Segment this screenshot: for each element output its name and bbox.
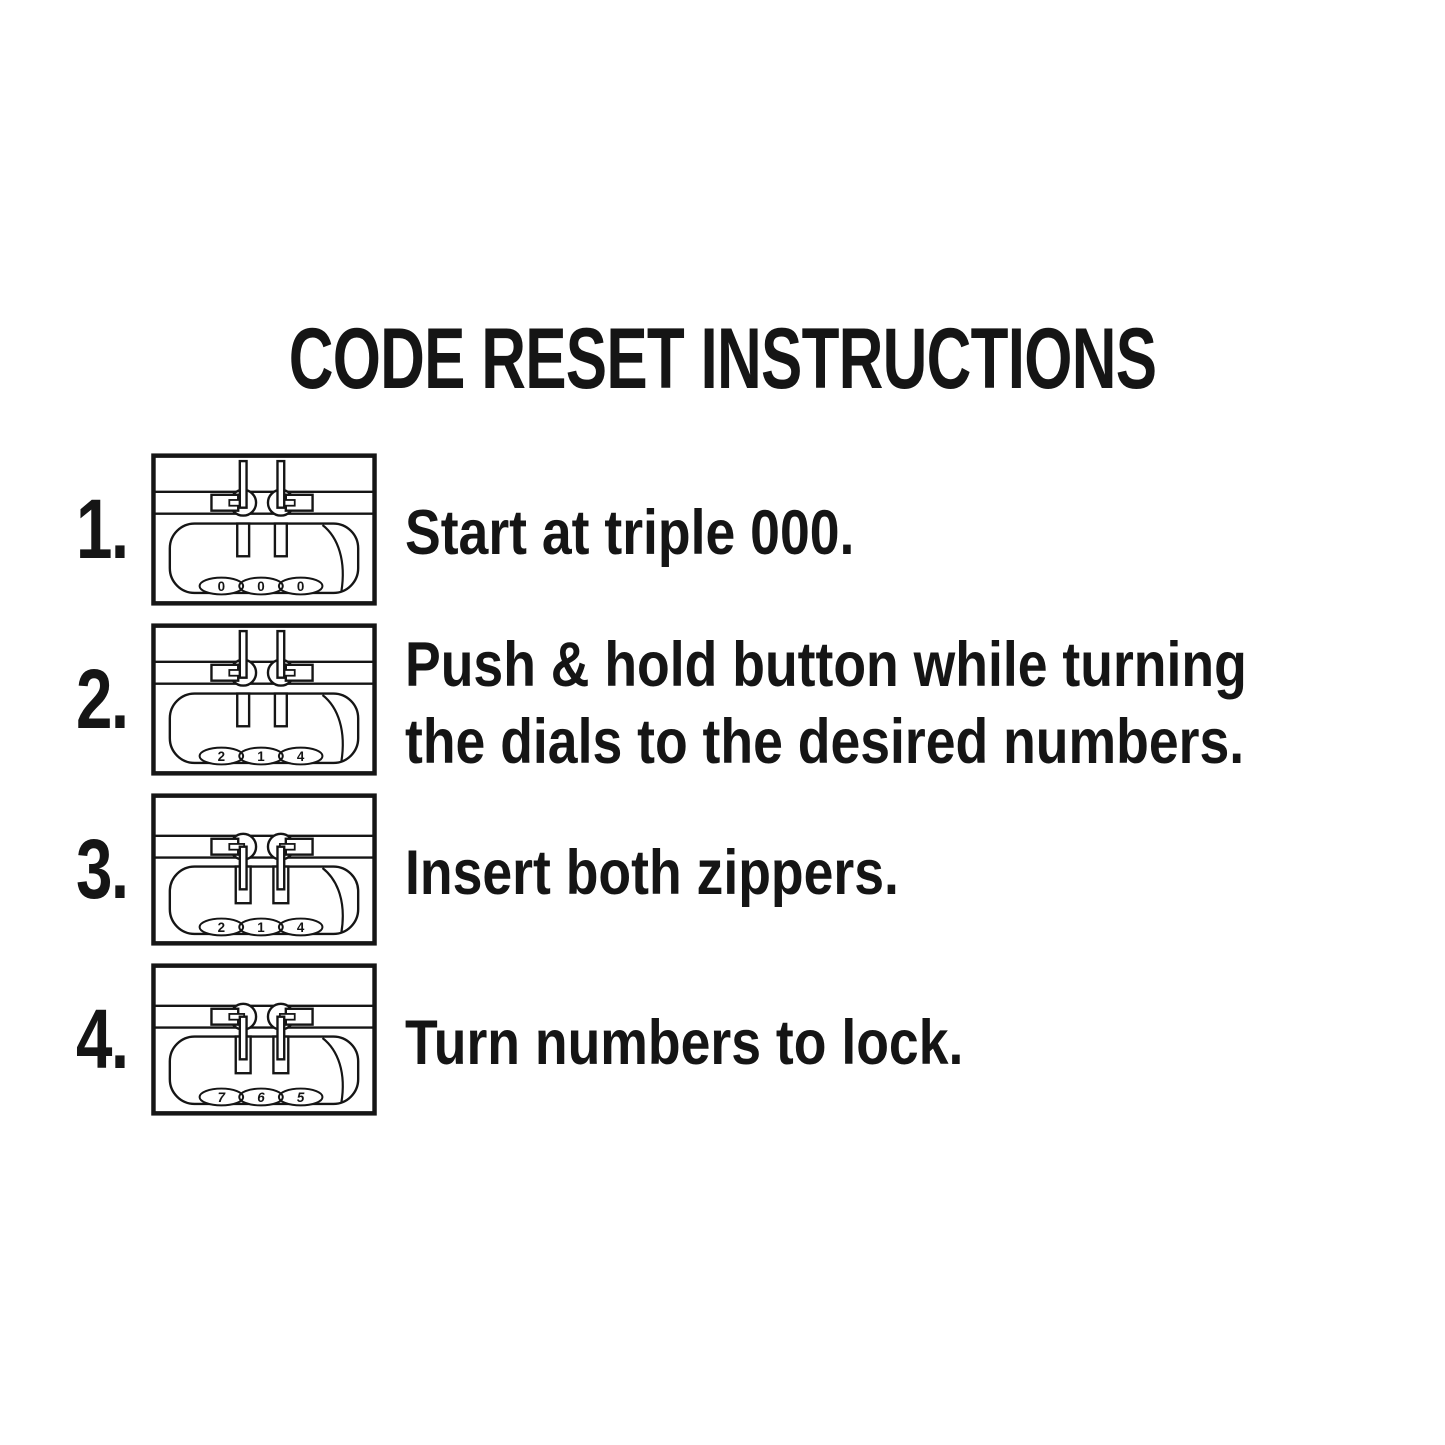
page-title: CODE RESET INSTRUCTIONS bbox=[0, 310, 1445, 409]
step-row-4: 4. 7 6 5 Turn numbers to lock. bbox=[76, 962, 1445, 1117]
step-number: 3. bbox=[76, 822, 129, 916]
step-instruction: Turn numbers to lock. bbox=[405, 1008, 964, 1079]
lock-illustration-zippers-released: 2 1 4 bbox=[150, 622, 378, 777]
dial-number: 1 bbox=[257, 749, 265, 764]
dial-number: 5 bbox=[297, 1090, 305, 1105]
step-row-3: 3. 2 1 4 Insert both zippers. bbox=[76, 792, 1445, 947]
dial-number: 4 bbox=[297, 749, 305, 764]
step-instruction: Insert both zippers. bbox=[405, 838, 899, 909]
lock-illustration-zippers-inserted: 2 1 4 bbox=[150, 792, 378, 947]
dial-number: 1 bbox=[257, 920, 265, 935]
step-number: 2. bbox=[76, 652, 129, 746]
dial-number: 4 bbox=[297, 920, 305, 935]
step-instruction: Push & hold button while turning the dia… bbox=[405, 629, 1247, 777]
step-number: 1. bbox=[76, 482, 129, 576]
dial-number: 7 bbox=[218, 1090, 226, 1105]
page-title-text: CODE RESET INSTRUCTIONS bbox=[288, 311, 1157, 407]
step-row-1: 1. 0 0 0 Start at triple 000. bbox=[76, 452, 1445, 607]
steps-list: 1. 0 0 0 Start at triple 000. 2. 2 1 4 P… bbox=[76, 452, 1445, 1132]
dial-number: 6 bbox=[257, 1090, 265, 1105]
step-number: 4. bbox=[76, 992, 129, 1086]
dial-number: 2 bbox=[218, 920, 225, 935]
dial-number: 0 bbox=[297, 579, 304, 594]
lock-illustration-zippers-released: 0 0 0 bbox=[150, 452, 378, 607]
dial-number: 0 bbox=[218, 579, 225, 594]
step-instruction: Start at triple 000. bbox=[405, 498, 855, 569]
dial-number: 2 bbox=[218, 749, 225, 764]
lock-illustration-zippers-inserted-turning: 7 6 5 bbox=[150, 962, 378, 1117]
dial-number: 0 bbox=[257, 579, 264, 594]
step-row-2: 2. 2 1 4 Push & hold button while turnin… bbox=[76, 622, 1445, 777]
